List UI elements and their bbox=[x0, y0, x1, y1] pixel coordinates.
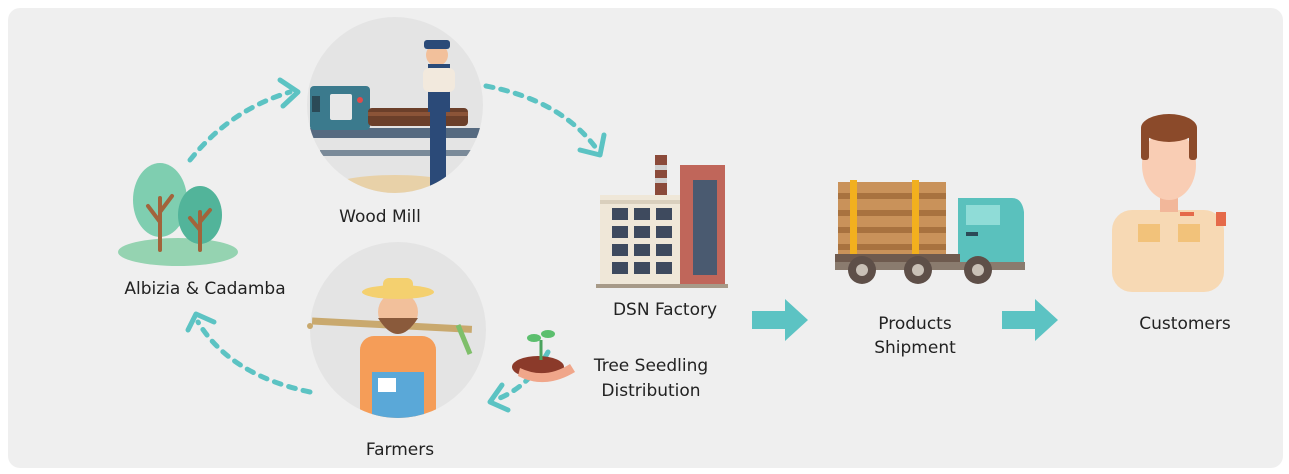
seedling-in-hand-icon bbox=[512, 330, 575, 383]
cycle-arrows bbox=[185, 77, 607, 413]
arrow-factory-to-shipment bbox=[752, 299, 808, 341]
label-farmers: Farmers bbox=[365, 440, 435, 460]
arrow-farmers-to-trees-head bbox=[185, 311, 217, 333]
arrow-farmers-to-trees bbox=[195, 319, 313, 395]
label-wood-mill: Wood Mill bbox=[339, 207, 421, 227]
arrow-trees-to-mill bbox=[187, 89, 293, 163]
factory-windows bbox=[612, 208, 672, 274]
label-dsn-factory: DSN Factory bbox=[612, 300, 718, 320]
arrow-mill-to-factory-head bbox=[577, 132, 607, 158]
label-seedling-line1: Tree Seedling bbox=[593, 356, 709, 376]
customer-person-icon bbox=[1112, 114, 1226, 292]
farmer-icon bbox=[307, 242, 486, 418]
arrow-seedling-to-farmers-head bbox=[487, 382, 511, 413]
label-seedling-line2: Distribution bbox=[601, 381, 701, 401]
trees-icon bbox=[118, 163, 238, 266]
arrow-trees-to-mill-head bbox=[277, 77, 301, 109]
label-products-line1: Products bbox=[878, 314, 952, 334]
arrow-mill-to-factory bbox=[483, 83, 599, 151]
label-albizia-cadamba: Albizia & Cadamba bbox=[124, 279, 286, 299]
label-customers: Customers bbox=[1139, 314, 1231, 334]
arrow-shipment-to-customers bbox=[1002, 299, 1058, 341]
wood-mill-worker-icon bbox=[307, 17, 483, 193]
label-products-line2: Shipment bbox=[874, 338, 956, 358]
timber-truck-icon bbox=[835, 180, 1025, 284]
